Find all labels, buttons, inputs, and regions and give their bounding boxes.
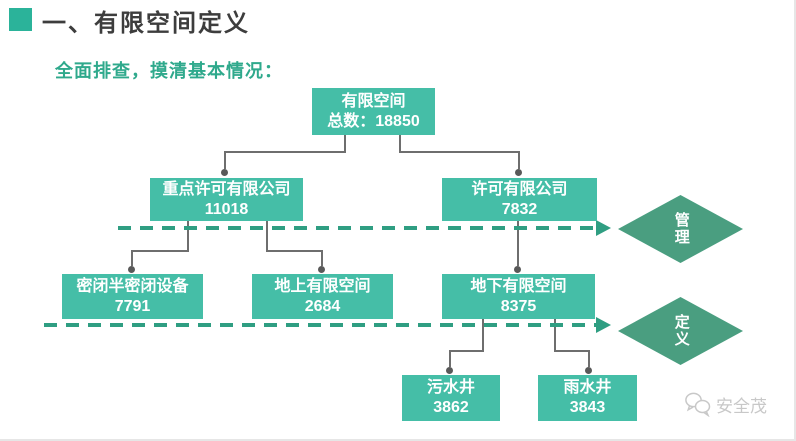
node-value: 11018 — [204, 200, 249, 218]
node-label: 重点许可有限公司 — [162, 180, 291, 198]
connector-dot — [515, 169, 522, 176]
node-key-permit: 重点许可有限公司 11018 — [150, 178, 303, 221]
node-value: 3862 — [433, 399, 469, 416]
connector-dot — [318, 266, 325, 273]
node-label: 地上有限空间 — [274, 277, 371, 295]
connector-segment — [449, 350, 451, 367]
node-above-ground: 地上有限空间 2684 — [252, 274, 393, 319]
connector-segment — [449, 350, 484, 352]
connector-segment — [482, 319, 484, 352]
diamond-management: 管理 — [618, 195, 743, 263]
connector-segment — [554, 350, 590, 352]
connector-dot — [514, 266, 521, 273]
node-enclosed: 密闭半密闭设备 7791 — [62, 274, 203, 319]
diamond-definition: 定义 — [618, 297, 743, 365]
connector-segment — [399, 151, 520, 153]
watermark: 安全茂 — [684, 392, 767, 417]
connector-segment — [344, 135, 346, 152]
connector-segment — [321, 250, 323, 266]
node-label: 雨水井 — [563, 379, 612, 396]
diamond-label: 管理 — [672, 212, 690, 246]
node-under-ground: 地下有限空间 8375 — [442, 274, 595, 319]
connector-dot — [221, 169, 228, 176]
definition-dashed-line — [44, 323, 596, 327]
node-sewage-well: 污水井 3862 — [402, 375, 500, 421]
node-value: 8375 — [500, 297, 537, 315]
watermark-text: 安全茂 — [716, 397, 767, 416]
title-bullet-square — [9, 8, 32, 31]
subtitle: 全面排查，摸清基本情况： — [55, 61, 283, 81]
node-value: 7832 — [501, 200, 538, 218]
connector-segment — [266, 221, 268, 252]
connector-segment — [554, 319, 556, 352]
connector-segment — [399, 135, 401, 152]
connector-segment — [131, 250, 189, 252]
node-label: 有限空间 — [341, 92, 406, 110]
connector-segment — [224, 151, 226, 169]
node-value: 总数：18850 — [327, 112, 420, 130]
node-value: 2684 — [304, 297, 341, 315]
connector-segment — [266, 250, 323, 252]
node-permit: 许可有限公司 7832 — [442, 178, 597, 221]
connector-dot — [128, 266, 135, 273]
connector-segment — [224, 151, 346, 153]
wechat-bubbles-icon — [685, 392, 711, 417]
node-value: 7791 — [114, 297, 151, 315]
connector-segment — [131, 250, 133, 266]
node-label: 密闭半密闭设备 — [76, 277, 189, 295]
node-root: 有限空间 总数：18850 — [312, 88, 435, 135]
node-label: 污水井 — [426, 379, 475, 396]
page-title: 一、有限空间定义 — [42, 10, 250, 37]
connector-segment — [588, 350, 590, 367]
diamond-label: 定义 — [672, 314, 690, 348]
connector-segment — [518, 151, 520, 169]
definition-arrowhead-icon — [596, 317, 611, 333]
connector-segment — [517, 221, 519, 266]
node-rain-well: 雨水井 3843 — [538, 375, 637, 421]
node-label: 许可有限公司 — [471, 180, 568, 198]
connector-dot — [446, 367, 453, 374]
connector-segment — [187, 221, 189, 252]
connector-dot — [585, 367, 592, 374]
management-arrowhead-icon — [596, 220, 611, 236]
node-label: 地下有限空间 — [470, 277, 567, 295]
management-dashed-line — [118, 226, 596, 230]
node-value: 3843 — [569, 399, 606, 416]
